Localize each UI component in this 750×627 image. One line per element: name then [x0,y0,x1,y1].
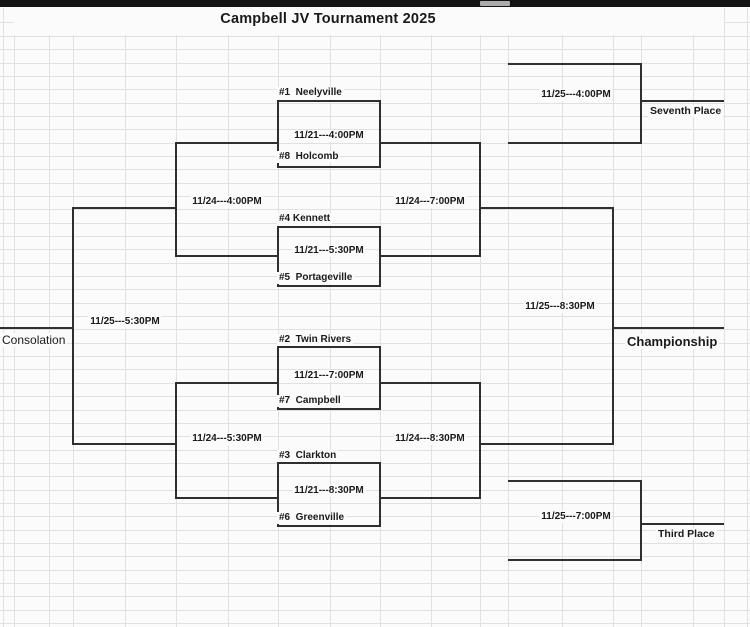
seventh-place-time: 11/25---4:00PM [539,89,613,101]
game4-box [277,462,381,527]
team-seed7: #7 Campbell [277,395,343,407]
third-place-time: 11/25---7:00PM [539,511,613,523]
game4-time: 11/21---8:30PM [292,485,366,497]
third-out [640,523,724,525]
team-seed8: #8 Holcomb [277,151,341,163]
consolation-label: Consolation [0,333,68,347]
window-top-bar [0,0,750,7]
game1-box [277,100,381,168]
consolation-semi-bottom-vertical [175,382,177,499]
team-seed3: #3 Clarkton [277,450,339,462]
team-seed2: #2 Twin Rivers [277,334,354,346]
team-seed6: #6 Greenville [277,512,347,524]
third-top-line [508,480,642,482]
team-seed4: #4 Kennett [277,213,333,225]
game4-right-feeder [381,497,480,499]
game2-left-feeder [175,255,277,257]
consolation-final-vertical [72,207,74,445]
scrollbar-thumb[interactable] [480,1,510,6]
winners-semi-top-out [479,207,614,209]
seventh-bottom-line [508,142,642,144]
championship-label: Championship [625,334,720,349]
game2-time: 11/21---5:30PM [292,245,366,257]
consolation-time: 11/25---5:30PM [88,316,162,328]
third-place-label: Third Place [656,528,717,540]
game1-time: 11/21---4:00PM [292,130,366,142]
third-vertical [640,480,642,561]
page-title: Campbell JV Tournament 2025 [218,11,438,28]
game3-box [277,346,381,410]
game4-left-feeder [175,497,277,499]
winners-semi-top-time: 11/24---7:00PM [393,196,467,208]
winners-semi-top-vertical [479,142,481,257]
seventh-vertical [640,63,642,144]
consolation-semi-bottom-out [72,443,177,445]
game3-time: 11/21---7:00PM [292,370,366,382]
consolation-final-out [0,327,74,329]
seventh-top-line [508,63,642,65]
game2-right-feeder [381,255,480,257]
championship-out [612,327,724,329]
game3-right-feeder [381,382,480,384]
consolation-semi-top-out [72,207,177,209]
third-bottom-line [508,559,642,561]
winners-semi-bottom-time: 11/24---8:30PM [393,433,467,445]
championship-vertical [612,207,614,445]
seventh-place-label: Seventh Place [648,105,724,117]
consolation-semi-top-vertical [175,142,177,257]
winners-semi-bottom-vertical [479,382,481,499]
championship-time: 11/25---8:30PM [523,301,597,313]
consolation-semi-bottom-time: 11/24---5:30PM [190,433,264,445]
winners-semi-bottom-out [479,443,614,445]
game2-box [277,226,381,287]
team-seed1: #1 Neelyville [277,87,344,99]
game3-left-feeder [175,382,277,384]
consolation-semi-top-time: 11/24---4:00PM [190,196,264,208]
seventh-out [640,100,724,102]
game1-left-feeder [175,142,277,144]
game1-right-feeder [381,142,480,144]
team-seed5: #5 Portageville [277,272,355,284]
